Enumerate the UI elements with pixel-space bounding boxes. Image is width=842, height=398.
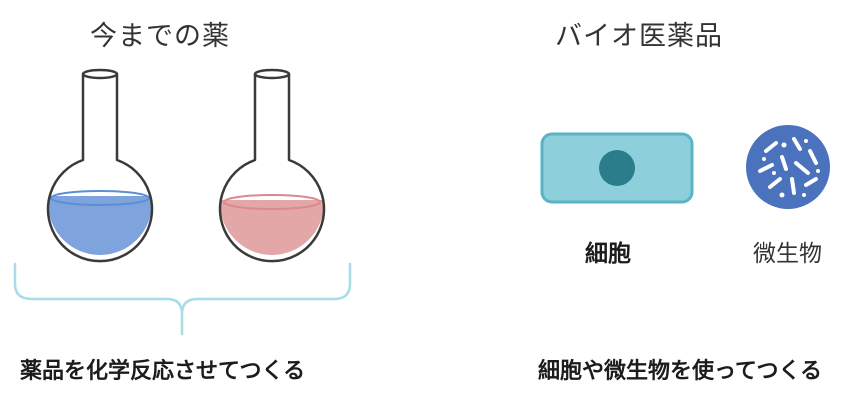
flask-pink-surface — [223, 194, 321, 210]
flask-blue-outline — [46, 74, 154, 263]
cell-nucleus — [599, 150, 635, 186]
flask-blue-surface — [50, 190, 150, 206]
right-caption: 細胞や微生物を使ってつくる — [538, 359, 823, 384]
left-title: 今までの薬 — [90, 21, 230, 52]
cell-illustration — [540, 132, 694, 204]
cell-label: 細胞 — [585, 241, 631, 267]
flask-blue-rim — [81, 68, 119, 80]
microbe-label: 微生物 — [753, 241, 822, 267]
flask-pink-rim — [253, 68, 291, 80]
microbe-bacteria — [758, 137, 818, 195]
grouping-brace — [13, 262, 352, 336]
microbe-spores — [762, 139, 820, 198]
left-caption: 薬品を化学反応させてつくる — [20, 359, 306, 384]
flask-pink-outline — [218, 74, 326, 263]
right-title: バイオ医薬品 — [555, 21, 723, 52]
microbe-illustration — [746, 125, 830, 209]
flask-pink — [218, 68, 326, 263]
microbe-body — [746, 125, 830, 209]
flask-blue — [46, 68, 154, 263]
